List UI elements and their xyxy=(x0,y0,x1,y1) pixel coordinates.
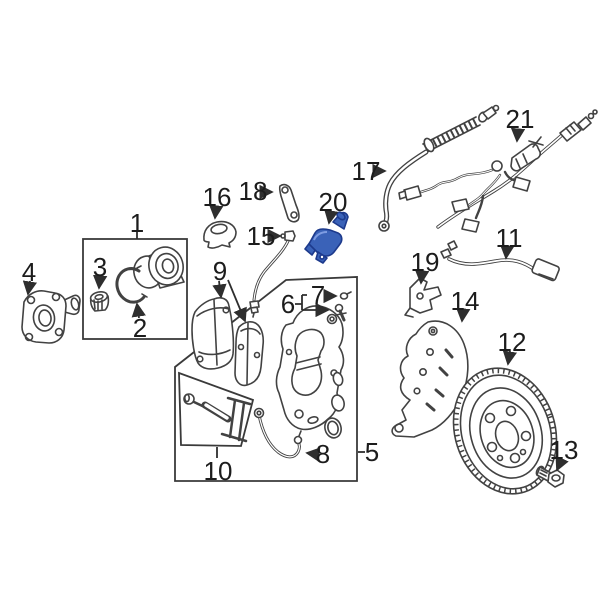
part-wiring-harness[interactable] xyxy=(398,109,598,233)
callout-5[interactable]: 5 xyxy=(365,437,379,467)
caliper-group-box xyxy=(174,276,358,482)
part-wear-sensor-wire[interactable] xyxy=(440,240,560,282)
callout-3[interactable]: 3 xyxy=(93,252,107,282)
callout-15[interactable]: 15 xyxy=(247,221,276,251)
part-brake-caliper[interactable] xyxy=(275,305,345,431)
callout-8[interactable]: 8 xyxy=(316,439,330,469)
callout-9[interactable]: 9 xyxy=(213,256,227,286)
callout-leaders xyxy=(22,127,569,472)
part-guide-pin-kit[interactable] xyxy=(183,393,252,443)
part-snap-ring[interactable] xyxy=(115,265,148,304)
part-splash-shield[interactable] xyxy=(391,320,469,438)
callout-14[interactable]: 14 xyxy=(451,286,480,316)
callout-13[interactable]: 13 xyxy=(550,435,579,465)
part-hose-bracket[interactable] xyxy=(278,183,300,223)
callout-labels: 1 2 3 4 5 6 7 8 9 10 11 12 13 14 15 16 1… xyxy=(22,104,579,486)
callout-1[interactable]: 1 xyxy=(130,208,144,238)
part-sensor-bracket[interactable] xyxy=(404,277,442,318)
callout-12[interactable]: 12 xyxy=(498,327,527,357)
callout-16[interactable]: 16 xyxy=(203,182,232,212)
callout-6[interactable]: 6 xyxy=(281,289,295,319)
part-brake-pads[interactable] xyxy=(191,297,265,387)
part-wheel-bearing[interactable] xyxy=(130,243,187,291)
bearing-kit-box xyxy=(82,238,188,340)
part-brake-hose[interactable] xyxy=(378,104,500,232)
callout-7[interactable]: 7 xyxy=(311,280,325,310)
part-wheel-hub[interactable] xyxy=(21,290,81,344)
part-wheel-bolt[interactable] xyxy=(535,465,565,488)
callout-21[interactable]: 21 xyxy=(506,104,535,134)
callout-17[interactable]: 17 xyxy=(352,156,381,186)
pin-kit-box xyxy=(178,371,255,447)
part-dust-cap[interactable] xyxy=(203,220,237,249)
part-brake-rotor[interactable] xyxy=(438,355,573,508)
part-brake-pipe-lower[interactable] xyxy=(253,407,303,459)
callout-10[interactable]: 10 xyxy=(204,456,233,486)
callout-11[interactable]: 11 xyxy=(496,223,523,253)
part-banjo-bolt[interactable] xyxy=(334,303,347,322)
callout-4[interactable]: 4 xyxy=(22,257,36,287)
part-bleeder-screw[interactable] xyxy=(339,291,352,300)
part-caliper-seals[interactable] xyxy=(323,371,346,440)
part-spindle-nut[interactable] xyxy=(89,290,110,312)
callout-18[interactable]: 18 xyxy=(239,176,268,206)
part-abs-speed-sensor[interactable] xyxy=(304,211,349,264)
part-brake-pipe-upper[interactable] xyxy=(249,230,296,318)
callout-2[interactable]: 2 xyxy=(133,313,147,343)
callout-19[interactable]: 19 xyxy=(411,247,440,277)
callout-20[interactable]: 20 xyxy=(319,187,348,217)
